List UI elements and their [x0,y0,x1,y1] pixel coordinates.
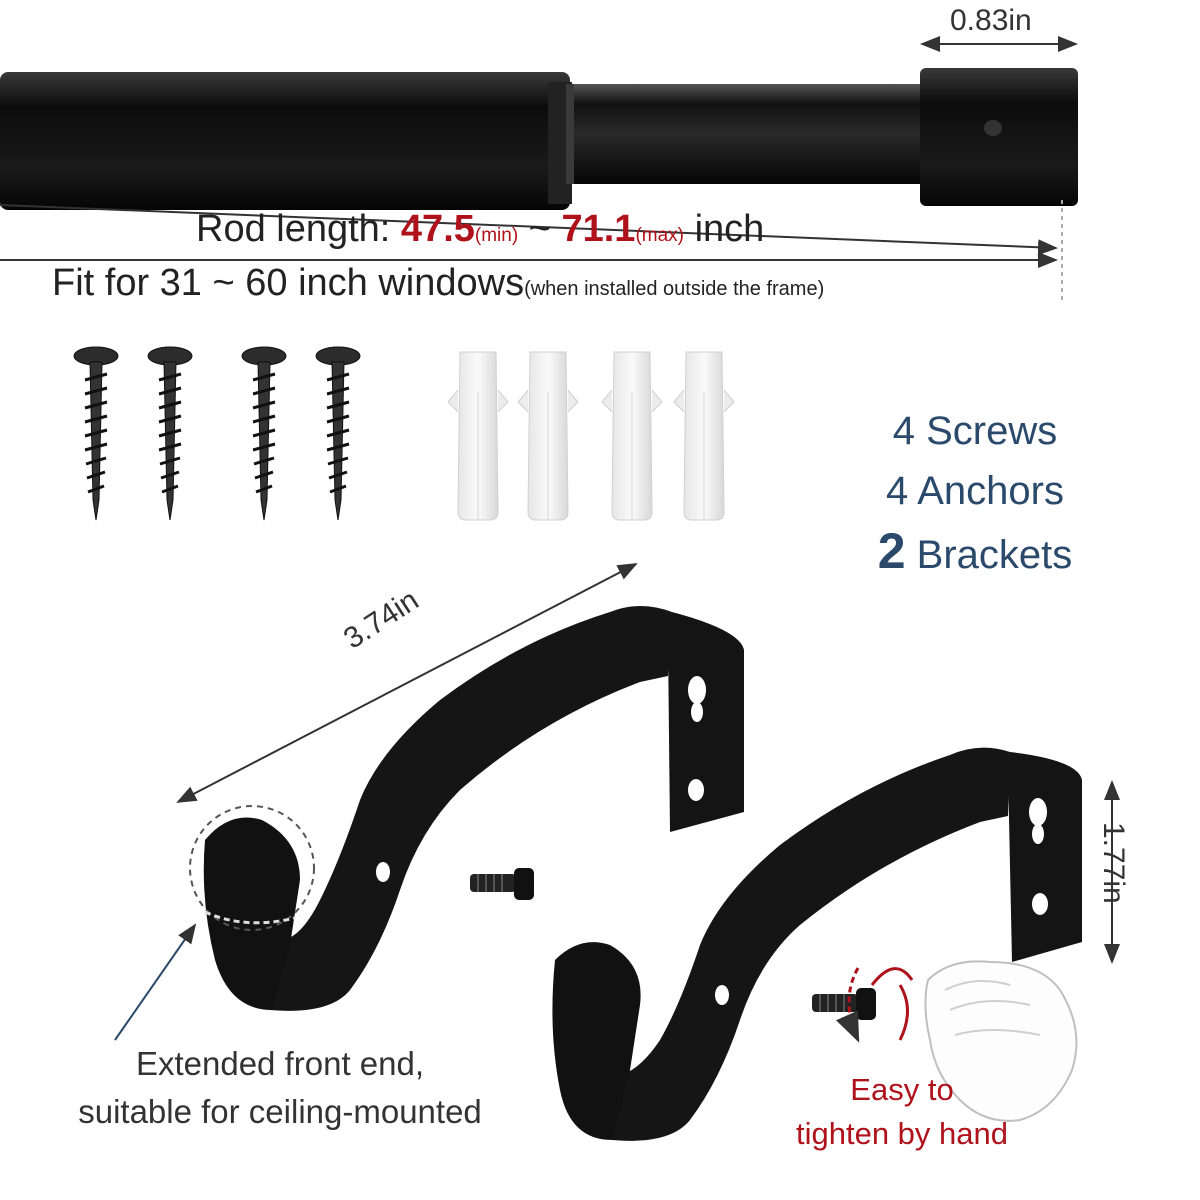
rod-length-min: 47.5 [400,208,475,250]
rod-length-arrows [0,200,1063,300]
tighten-note-line1: Easy to [850,1072,954,1107]
rod-diameter-label: 0.83in [950,4,1032,37]
wood-screw-icon [73,346,119,521]
front-end-note-line2: suitable for ceiling-mounted [78,1093,482,1130]
rod-length-separator: ~ [518,208,562,250]
front-end-note: Extended front end, suitable for ceiling… [20,1040,540,1136]
bracket-height-label: 1.77in [1097,822,1130,904]
bracket-length-dimension-arrow [176,563,638,803]
parts-brackets-label: Brackets [905,533,1073,577]
curtain-bracket-right [552,747,1082,1141]
tighten-note: Easy to tighten by hand [772,1068,1032,1156]
parts-list: 4 Screws 4 Anchors 2 Brackets [855,405,1095,585]
parts-anchors-label: Anchors [908,469,1064,513]
front-end-note-line1: Extended front end, [135,1045,425,1082]
wood-screw-icon [315,346,361,521]
parts-screws: 4 Screws [892,409,1058,453]
wall-anchor-icon [673,351,735,521]
wall-anchor-icon [601,351,663,521]
rotation-arrows-icon [835,967,914,1043]
curtain-bracket-left [189,606,744,1011]
rod-length-line: Rod length: 47.5(min) ~ 71.1(max) inch [196,208,764,251]
rod-length-max-tag: (max) [635,225,685,246]
parts-anchors: 4 Anchors [855,465,1095,525]
parts-brackets-count: 2 [877,523,906,579]
rod-length-unit: inch [684,208,765,250]
wall-anchor-icon [517,351,579,521]
screws-group [73,346,361,521]
tighten-note-line2: tighten by hand [795,1116,1008,1151]
parts-brackets: 2 Brackets [855,525,1095,585]
rod-length-min-tag: (min) [474,225,519,246]
anchors-group [447,351,735,521]
window-fit-line: Fit for 31 ~ 60 inch windows(when instal… [52,262,824,305]
bolt-icon [470,868,534,900]
wood-screw-icon [241,346,287,521]
bolt-icon [812,988,876,1020]
rod-length-max: 71.1 [561,208,636,250]
wall-anchor-icon [447,351,509,521]
rod-length-label: Rod length: [196,208,401,250]
wood-screw-icon [147,346,193,521]
window-fit-main: Fit for 31 ~ 60 inch windows [52,262,525,304]
front-end-pointer-arrow [114,923,197,1041]
window-fit-note: (when installed outside the frame) [524,278,825,300]
parts-anchors-count: 4 [886,469,909,513]
hand-icon [924,960,1078,1122]
curtain-rod [0,68,1078,210]
